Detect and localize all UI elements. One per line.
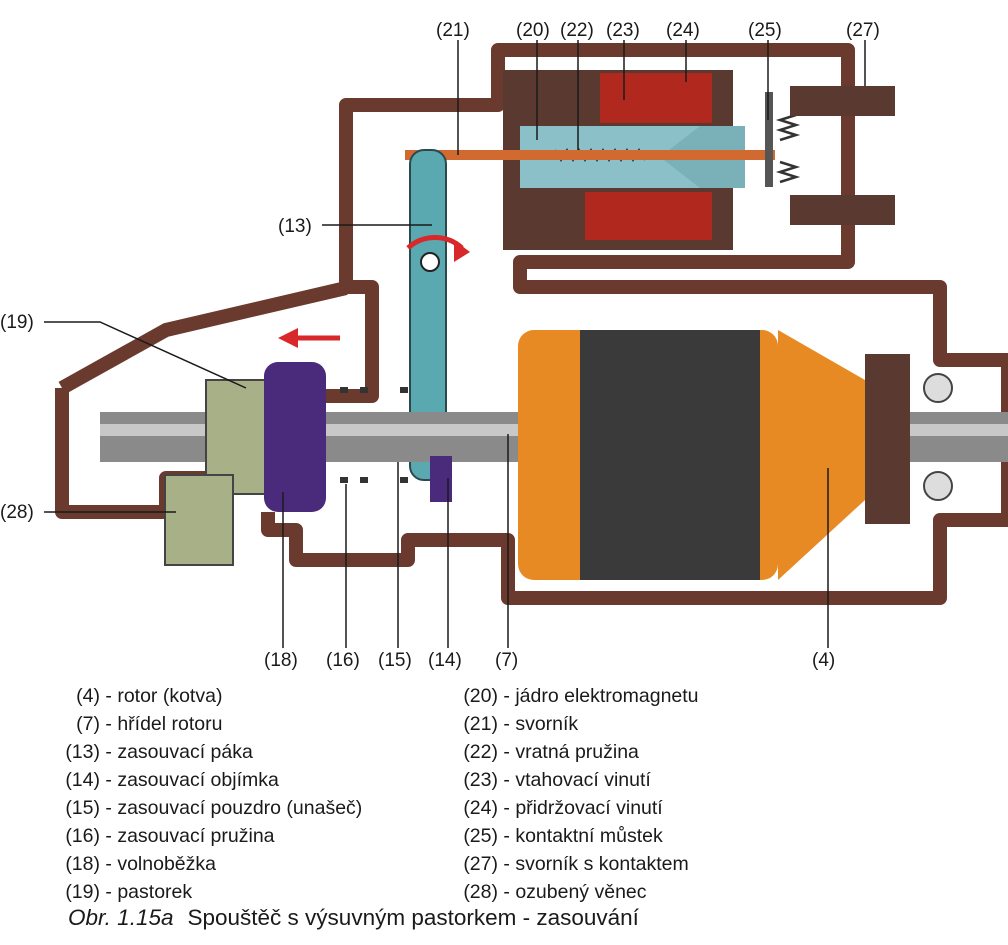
callout-21: (21): [436, 20, 470, 41]
legend-text: - pastorek: [105, 881, 193, 903]
legend-text: - zasouvací pružina: [105, 825, 275, 847]
contact-spring: [775, 113, 801, 184]
legend-number: (14): [65, 769, 100, 791]
figure-title: Spouštěč s výsuvným pastorkem - zasouván…: [187, 905, 639, 930]
callout-16: (16): [326, 650, 360, 671]
legend-item: (15) - zasouvací pouzdro (unašeč): [40, 794, 450, 822]
legend-number: (28): [463, 881, 498, 903]
callout-23: (23): [606, 20, 640, 41]
legend-text: - volnoběžka: [105, 853, 216, 875]
legend-item: (22) - vratná pružina: [450, 738, 970, 766]
callout-19: (19): [0, 312, 34, 333]
contact-bridge: [765, 92, 773, 187]
legend-item: (24) - přidržovací vinutí: [450, 794, 970, 822]
legend-item: (4) - rotor (kotva): [40, 682, 450, 710]
legend-text: - vtahovací vinutí: [503, 769, 651, 791]
leader-19: [44, 321, 247, 389]
overrunning-clutch: [264, 362, 326, 512]
legend-number: (18): [65, 853, 100, 875]
callout-20: (20): [516, 20, 550, 41]
callout-13: (13): [278, 216, 312, 237]
callout-27: (27): [846, 20, 880, 41]
rotor-laminations: [580, 330, 760, 580]
legend-item: (14) - zasouvací objímka: [40, 766, 450, 794]
legend-number: (23): [463, 769, 498, 791]
legend-text: - zasouvací pouzdro (unašeč): [105, 797, 363, 819]
starter-diagram: (21) (20) (22) (23) (24) (25) (27) (13) …: [0, 20, 1008, 671]
legend-number: (20): [463, 685, 498, 707]
callout-4: (4): [812, 650, 835, 671]
legend-item: (28) - ozubený věnec: [450, 878, 970, 906]
legend-number: (21): [463, 713, 498, 735]
legend-item: (20) - jádro elektromagnetu: [450, 682, 970, 710]
legend-item: (7) - hřídel rotoru: [40, 710, 450, 738]
legend-item: (13) - zasouvací páka: [40, 738, 450, 766]
legend-text: - zasouvací objímka: [105, 769, 279, 791]
legend-number: (25): [463, 825, 498, 847]
legend-number: (22): [463, 741, 498, 763]
callout-18: (18): [264, 650, 298, 671]
push-arrow-head: [278, 328, 298, 348]
legend-text: - zasouvací páka: [105, 741, 253, 763]
legend-number: (24): [463, 797, 498, 819]
legend-text: - svorník: [503, 713, 579, 735]
callout-24: (24): [666, 20, 700, 41]
legend-item: (27) - svorník s kontaktem: [450, 850, 970, 878]
callout-7: (7): [495, 650, 518, 671]
engagement-sleeve: [430, 456, 452, 502]
callout-25: (25): [748, 20, 782, 41]
rotation-arrow-head: [454, 240, 470, 262]
legend-text: - přidržovací vinutí: [503, 797, 663, 819]
legend-number: (19): [65, 881, 100, 903]
legend-item: (21) - svorník: [450, 710, 970, 738]
callout-22: (22): [560, 20, 594, 41]
legend-number: (15): [65, 797, 100, 819]
legend-number: (16): [65, 825, 100, 847]
terminal-upper: [790, 86, 895, 116]
legend-number: (7): [76, 713, 100, 735]
legend-right-column: (20) - jádro elektromagnetu (21) - svorn…: [450, 682, 970, 906]
pull-in-coil-top: [600, 73, 712, 123]
solenoid-bolt: [405, 150, 775, 160]
figure-caption: Obr. 1.15a Spouštěč s výsuvným pastorkem …: [68, 905, 639, 931]
terminal-lower: [790, 195, 895, 225]
legend-number: (27): [463, 853, 498, 875]
legend-text: - rotor (kotva): [105, 685, 223, 707]
legend-item: (18) - volnoběžka: [40, 850, 450, 878]
legend-item: (25) - kontaktní můstek: [450, 822, 970, 850]
engagement-lever: [409, 149, 447, 481]
legend-number: (13): [65, 741, 100, 763]
legend-item: (23) - vtahovací vinutí: [450, 766, 970, 794]
legend-text: - kontaktní můstek: [503, 825, 663, 847]
figure-number: Obr. 1.15a: [68, 905, 174, 930]
rotor-brush-holder: [865, 354, 910, 524]
bearing-top: [923, 373, 953, 403]
legend-text: - jádro elektromagnetu: [503, 685, 699, 707]
engagement-spring: [340, 387, 408, 483]
legend-text: - vratná pružina: [503, 741, 639, 763]
legend-number: (4): [76, 685, 100, 707]
legend-left-column: (4) - rotor (kotva) (7) - hřídel rotoru …: [40, 682, 450, 906]
legend-item: (19) - pastorek: [40, 878, 450, 906]
legend-text: - ozubený věnec: [503, 881, 647, 903]
lever-pivot: [420, 252, 440, 272]
callout-28: (28): [0, 502, 34, 523]
callout-15: (15): [378, 650, 412, 671]
legend-item: (16) - zasouvací pružina: [40, 822, 450, 850]
legend-text: - svorník s kontaktem: [503, 853, 689, 875]
callout-14: (14): [428, 650, 462, 671]
legend-text: - hřídel rotoru: [105, 713, 223, 735]
bearing-bottom: [923, 471, 953, 501]
ring-gear: [164, 474, 234, 566]
hold-in-coil-bottom: [585, 192, 712, 240]
rotor-commutator: [778, 330, 865, 580]
